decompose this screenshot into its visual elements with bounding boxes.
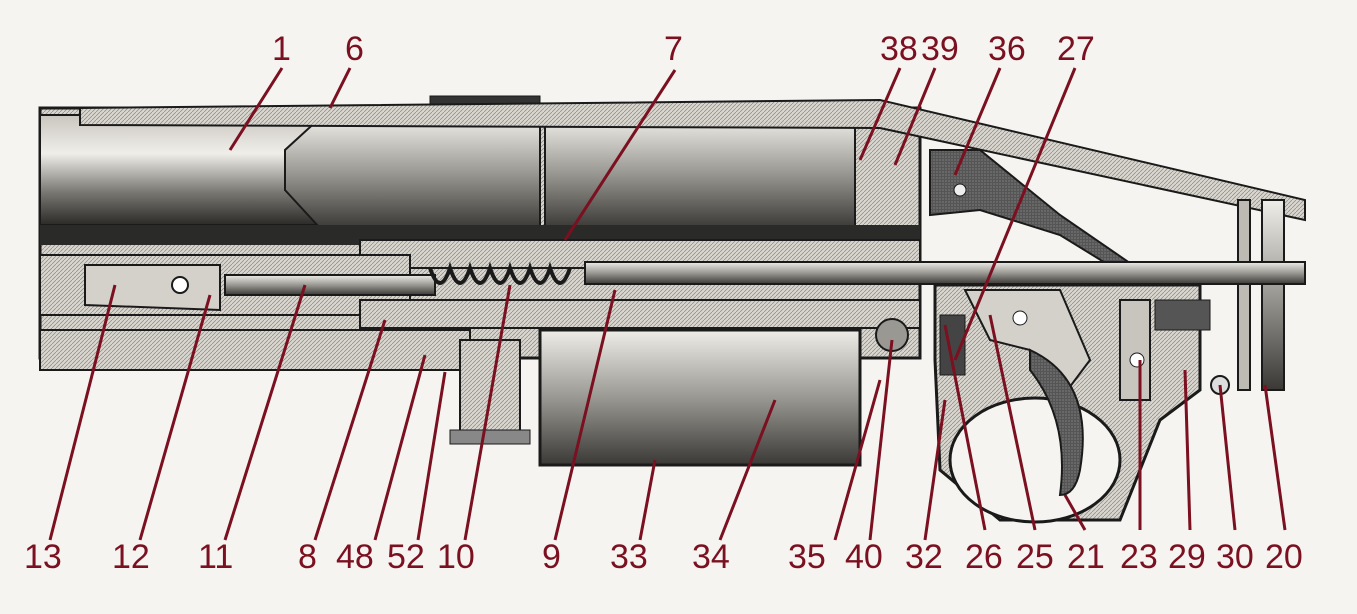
bolt-channel [39, 225, 1306, 329]
label-48: 48 [336, 538, 374, 576]
label-12: 12 [112, 538, 150, 576]
trigger-blade [1029, 348, 1084, 497]
label-27: 27 [1057, 30, 1095, 68]
label-40: 40 [845, 538, 883, 576]
label-39: 39 [921, 30, 959, 68]
label-29: 29 [1168, 538, 1206, 576]
label-52: 52 [387, 538, 425, 576]
label-33: 33 [610, 538, 648, 576]
label-9: 9 [542, 538, 561, 576]
label-30: 30 [1216, 538, 1254, 576]
label-1: 1 [272, 30, 291, 68]
label-26: 26 [965, 538, 1003, 576]
link-pin [171, 276, 189, 294]
label-21: 21 [1067, 538, 1105, 576]
trigger-spring [1154, 299, 1211, 331]
label-32: 32 [905, 538, 943, 576]
label-6: 6 [345, 30, 364, 68]
label-36: 36 [988, 30, 1026, 68]
label-35: 35 [788, 538, 826, 576]
label-25: 25 [1016, 538, 1054, 576]
label-8: 8 [298, 538, 317, 576]
magazine-tube [39, 318, 909, 467]
leader-lines [48, 67, 1287, 541]
label-20: 20 [1265, 538, 1303, 576]
hammer-pin [953, 183, 967, 197]
trigger-group [933, 283, 1230, 524]
label-23: 23 [1120, 538, 1158, 576]
safety-pin [1129, 352, 1145, 368]
label-7: 7 [664, 30, 683, 68]
label-10: 10 [437, 538, 475, 576]
label-11: 11 [198, 538, 234, 576]
top-tang [79, 98, 1306, 391]
safety-lever [1119, 299, 1151, 401]
trigger-guard [948, 396, 1122, 524]
label-34: 34 [692, 538, 730, 576]
latch-foot [449, 429, 531, 445]
label-13: 13 [24, 538, 62, 576]
firing-spring [428, 261, 572, 285]
label-38: 38 [880, 30, 918, 68]
link-plate [84, 264, 221, 312]
sear-pin [1012, 310, 1028, 326]
